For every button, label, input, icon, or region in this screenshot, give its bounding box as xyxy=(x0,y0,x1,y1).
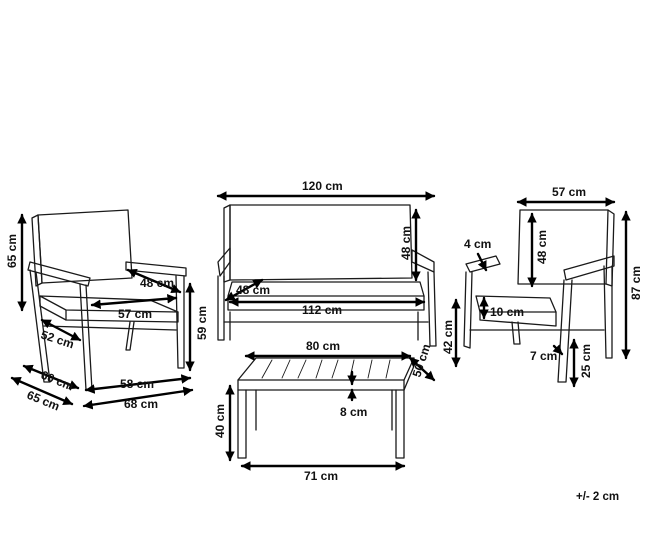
sofa-back-height-label: 48 cm xyxy=(399,226,413,260)
armchair-left-inner-width-label: 58 cm xyxy=(120,377,154,391)
coffee-table-length-label: 80 cm xyxy=(306,339,340,353)
armchair-left-seat-width-label: 57 cm xyxy=(118,307,152,321)
sofa-seat-depth-label: 48 cm xyxy=(236,283,270,297)
coffee-table-dimensions: 80 cm 50 cm 8 cm 40 cm 71 cm xyxy=(213,339,436,483)
armchair-right-cushion-label: 10 cm xyxy=(490,305,524,319)
armchair-right-leg-width-label: 7 cm xyxy=(530,349,557,363)
coffee-table-top-thickness-label: 8 cm xyxy=(340,405,367,419)
armchair-left-height-label: 65 cm xyxy=(5,234,19,268)
sofa-dimensions: 120 cm 48 cm 48 cm 112 cm xyxy=(216,179,436,317)
armchair-right-arm-leg-label: 25 cm xyxy=(579,344,593,378)
armchair-right-arm-thickness-label: 4 cm xyxy=(464,237,491,251)
armchair-right-dimensions: 57 cm 4 cm 48 cm 87 cm 10 cm 42 cm 7 cm … xyxy=(441,185,643,388)
armchair-left-depth-60-label: 60 cm xyxy=(39,368,76,394)
armchair-right-drawing xyxy=(463,209,615,383)
coffee-table-depth-label: 50 cm xyxy=(410,342,434,379)
armchair-left-back-height-label: 48 cm xyxy=(140,276,174,290)
armchair-left-seat-depth-label: 52 cm xyxy=(39,328,76,352)
sofa-seat-width-label: 112 cm xyxy=(302,303,342,317)
coffee-table-height-label: 40 cm xyxy=(213,404,227,438)
coffee-table-drawing xyxy=(237,357,415,459)
armchair-left-seat-front-label: 59 cm xyxy=(195,306,209,340)
coffee-table-leg-span-label: 71 cm xyxy=(304,469,338,483)
armchair-left-width-label: 68 cm xyxy=(124,397,158,411)
armchair-right-back-height-label: 48 cm xyxy=(535,230,549,264)
armchair-right-height-label: 87 cm xyxy=(629,266,643,300)
tolerance-note: +/- 2 cm xyxy=(576,491,619,503)
armchair-right-seat-height-label: 42 cm xyxy=(441,320,455,354)
sofa-width-label: 120 cm xyxy=(302,179,343,193)
armchair-right-width-label: 57 cm xyxy=(552,185,586,199)
